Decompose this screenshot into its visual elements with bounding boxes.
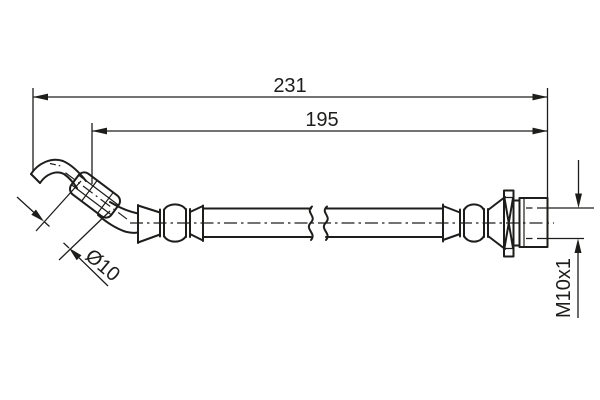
dimension-free-length: 195 (91, 109, 548, 184)
ferrule-ring-pair-1 (159, 208, 165, 238)
tangent-line-lower (58, 210, 111, 261)
ferrule-barrel (463, 203, 485, 243)
dimension-thread: M10x1 (526, 160, 594, 318)
arrowhead-right (532, 93, 548, 101)
thread-label: M10x1 (553, 258, 575, 318)
sleeve-axis-centerline (65, 172, 128, 220)
ferrule-ring-pair-2 (185, 208, 191, 238)
arrowhead-bottom (574, 238, 582, 253)
tube-bottom-edge (97, 214, 139, 234)
ferrule-cone-in (442, 205, 461, 241)
dimension-overall-length: 231 (32, 75, 549, 208)
sleeve-facet-lines (71, 174, 119, 216)
bracket-tab-lines (504, 196, 514, 250)
hose-right-segment (325, 207, 444, 238)
ferrule-cone-in (137, 204, 161, 244)
arrowhead-upper (31, 209, 44, 222)
arrowhead-lower (69, 248, 82, 261)
hose-left-segment (202, 207, 312, 238)
arrowhead-right (532, 127, 548, 135)
sleeve-hex-edges (81, 180, 114, 214)
ferrule-cone-out (189, 205, 204, 242)
leader-line-lower (63, 242, 109, 287)
thread-nut-body (518, 197, 549, 248)
break-squiggle-right (322, 205, 329, 241)
bracket-cross-x (503, 197, 514, 249)
ferrule-cone-expand (487, 196, 506, 250)
arrowhead-left (92, 127, 107, 135)
ferrule-ring-pair-1 (459, 208, 465, 238)
ferrule-ring-pair-2 (483, 208, 489, 238)
tube-to-ferrule (97, 201, 139, 234)
tangent-line-upper (35, 180, 82, 232)
dimension-value-overall: 231 (273, 75, 306, 97)
ferrule-left (137, 203, 204, 244)
arrowhead-top (575, 193, 582, 208)
tube-bend-center-mark (49, 162, 62, 167)
crimp-sleeve-angled (65, 171, 128, 220)
leader-line-upper (16, 196, 50, 227)
ferrule-barrel (163, 203, 187, 243)
break-squiggle-left (307, 205, 314, 241)
ferrule-right (442, 196, 506, 250)
tube-end-face (30, 173, 41, 184)
hose-body (202, 205, 444, 241)
tube-top-edge (109, 201, 139, 215)
sleeve-body (69, 171, 121, 219)
arrowhead-left (33, 93, 48, 101)
dimension-value-free-length: 195 (305, 109, 338, 131)
threaded-end-fitting (518, 197, 549, 248)
